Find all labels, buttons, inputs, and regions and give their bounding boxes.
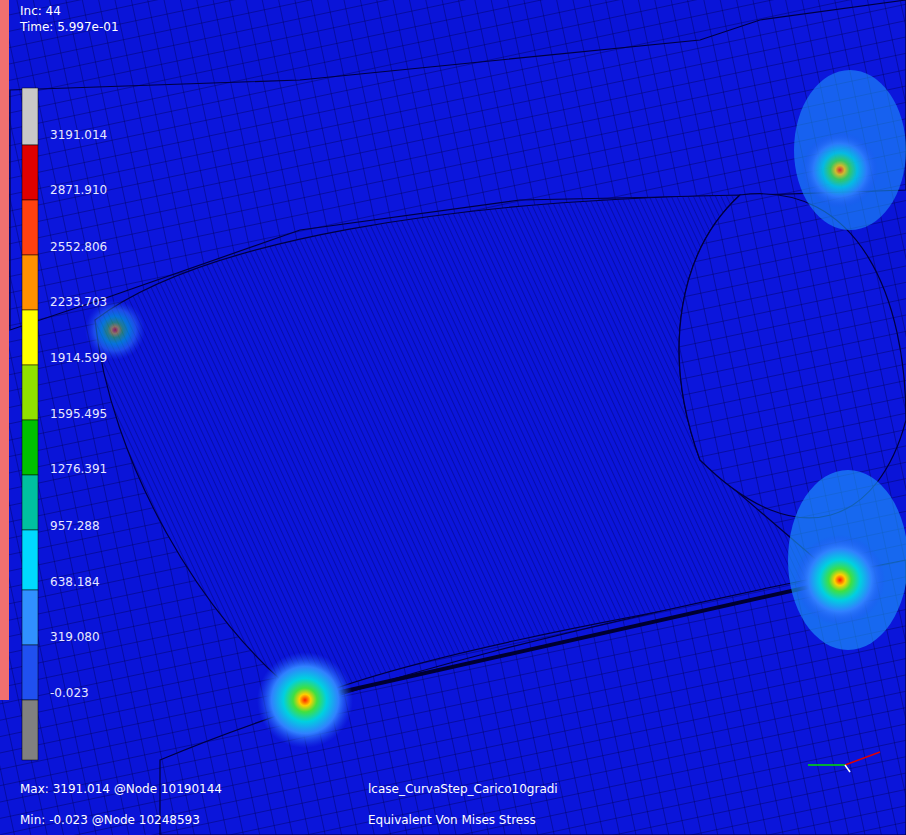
- scale-value: 319.080: [50, 630, 100, 644]
- scale-value: 2871.910: [50, 183, 107, 197]
- stress-hotspot: [802, 132, 878, 208]
- axis-triad: [808, 752, 880, 772]
- scale-value: 957.288: [50, 519, 100, 533]
- cylinder-end: [679, 194, 906, 518]
- scale-value: 1914.599: [50, 351, 107, 365]
- load-case: lcase_CurvaStep_Carico10gradi: [368, 782, 558, 796]
- color-bar: [22, 88, 38, 760]
- scale-value: 2233.703: [50, 295, 107, 309]
- inc-number: Inc: 44: [20, 4, 61, 18]
- min-value: Min: -0.023 @Node 10248593: [20, 813, 200, 827]
- scale-value: 1595.495: [50, 407, 107, 421]
- lower-plate: [160, 560, 906, 835]
- scale-value: -0.023: [50, 686, 89, 700]
- stress-hotspot: [795, 535, 885, 625]
- contact-line: [305, 580, 840, 700]
- scale-value: 638.184: [50, 575, 100, 589]
- scale-value: 3191.014: [50, 128, 107, 142]
- lower-mesh: [160, 560, 906, 835]
- result-name: Equivalent Von Mises Stress: [368, 813, 536, 827]
- time-value: Time: 5.997e-01: [20, 20, 119, 34]
- max-value: Max: 3191.014 @Node 10190144: [20, 782, 222, 796]
- cylinder-end-mesh: [679, 194, 906, 518]
- stress-hotspot: [257, 652, 353, 748]
- stress-region: [794, 70, 906, 230]
- scale-value: 2552.806: [50, 240, 107, 254]
- stress-region: [788, 470, 906, 650]
- side-strip: [0, 0, 9, 700]
- scale-value: 1276.391: [50, 462, 107, 476]
